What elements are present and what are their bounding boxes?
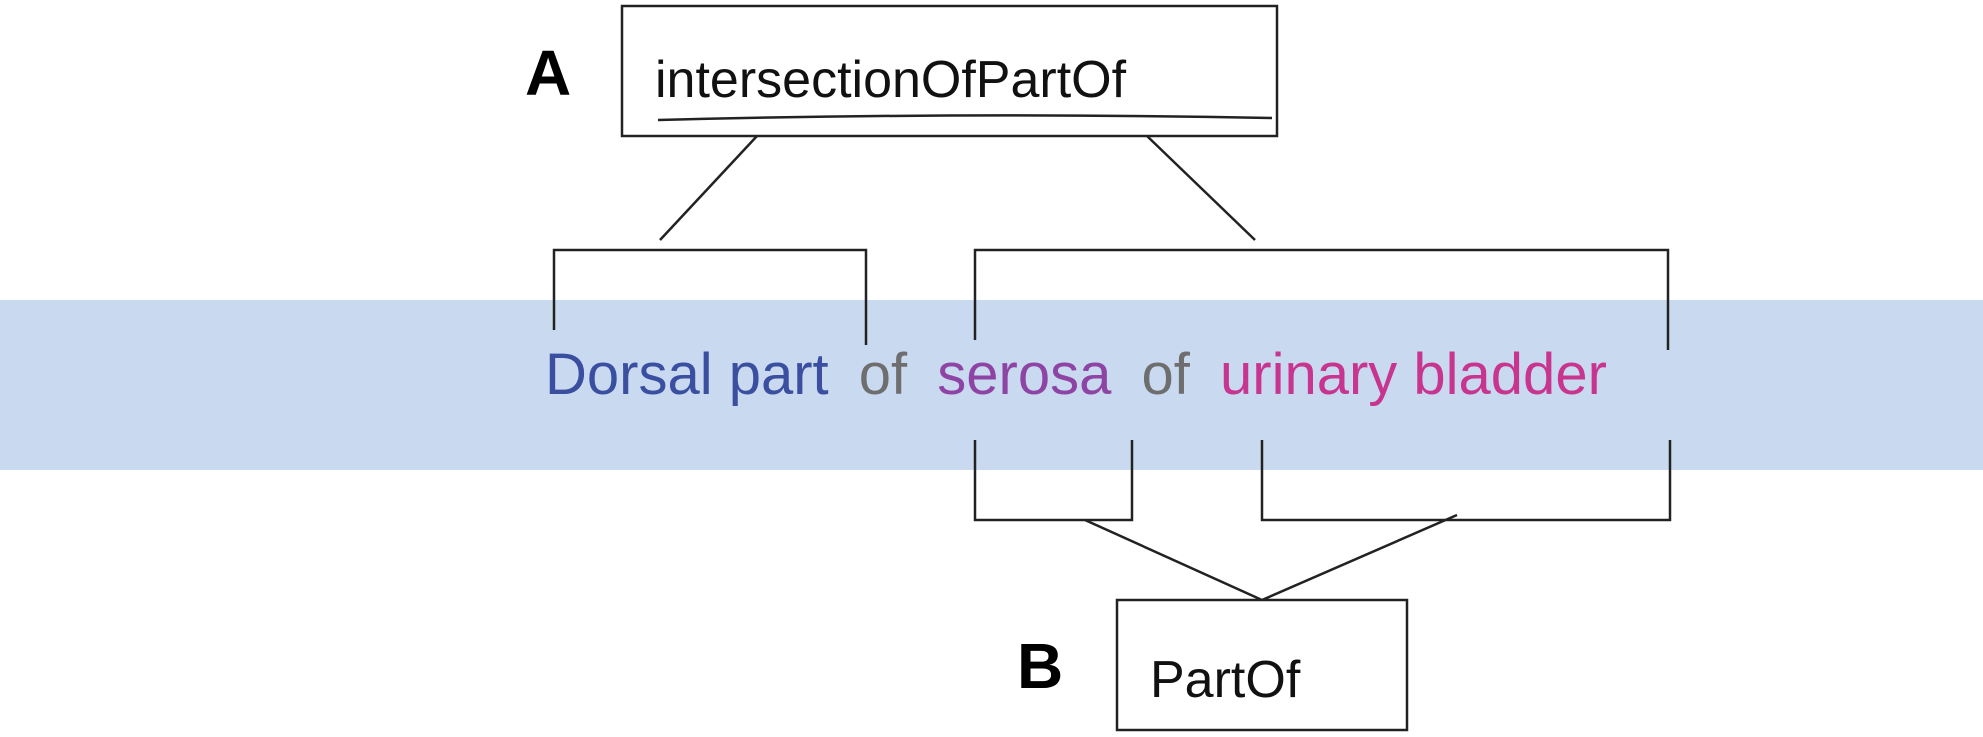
upper-bracket-serosa-of-urinary-bladder	[973, 248, 1670, 350]
relation-label-bottom: PartOf	[1150, 651, 1301, 709]
phrase-dorsal-part: Dorsal part	[545, 342, 829, 407]
panel-label-a: A	[525, 37, 571, 109]
connector-bottom-left	[1084, 518, 1263, 602]
upper-bracket-dorsal-part	[552, 248, 868, 345]
relation-box-bottom	[1115, 598, 1409, 732]
relation-label-top-underline	[657, 114, 1273, 122]
phrase-urinary-bladder: urinary bladder	[1220, 342, 1607, 407]
highlight-band	[0, 300, 1983, 470]
phrase-of-2: of	[1142, 342, 1191, 407]
lower-bracket-serosa	[973, 440, 1134, 522]
connector-bottom-right	[1261, 513, 1458, 602]
panel-label-b: B	[1017, 630, 1063, 702]
connector-top-left	[659, 135, 758, 241]
anatomy-phrase: Dorsal part of serosa of urinary bladder	[545, 342, 1607, 407]
relation-label-top: intersectionOfPartOf	[655, 51, 1127, 109]
phrase-serosa: serosa	[937, 342, 1112, 407]
connector-top-right	[1146, 135, 1256, 241]
phrase-of-1: of	[859, 342, 908, 407]
lower-bracket-urinary-bladder	[1260, 440, 1672, 522]
